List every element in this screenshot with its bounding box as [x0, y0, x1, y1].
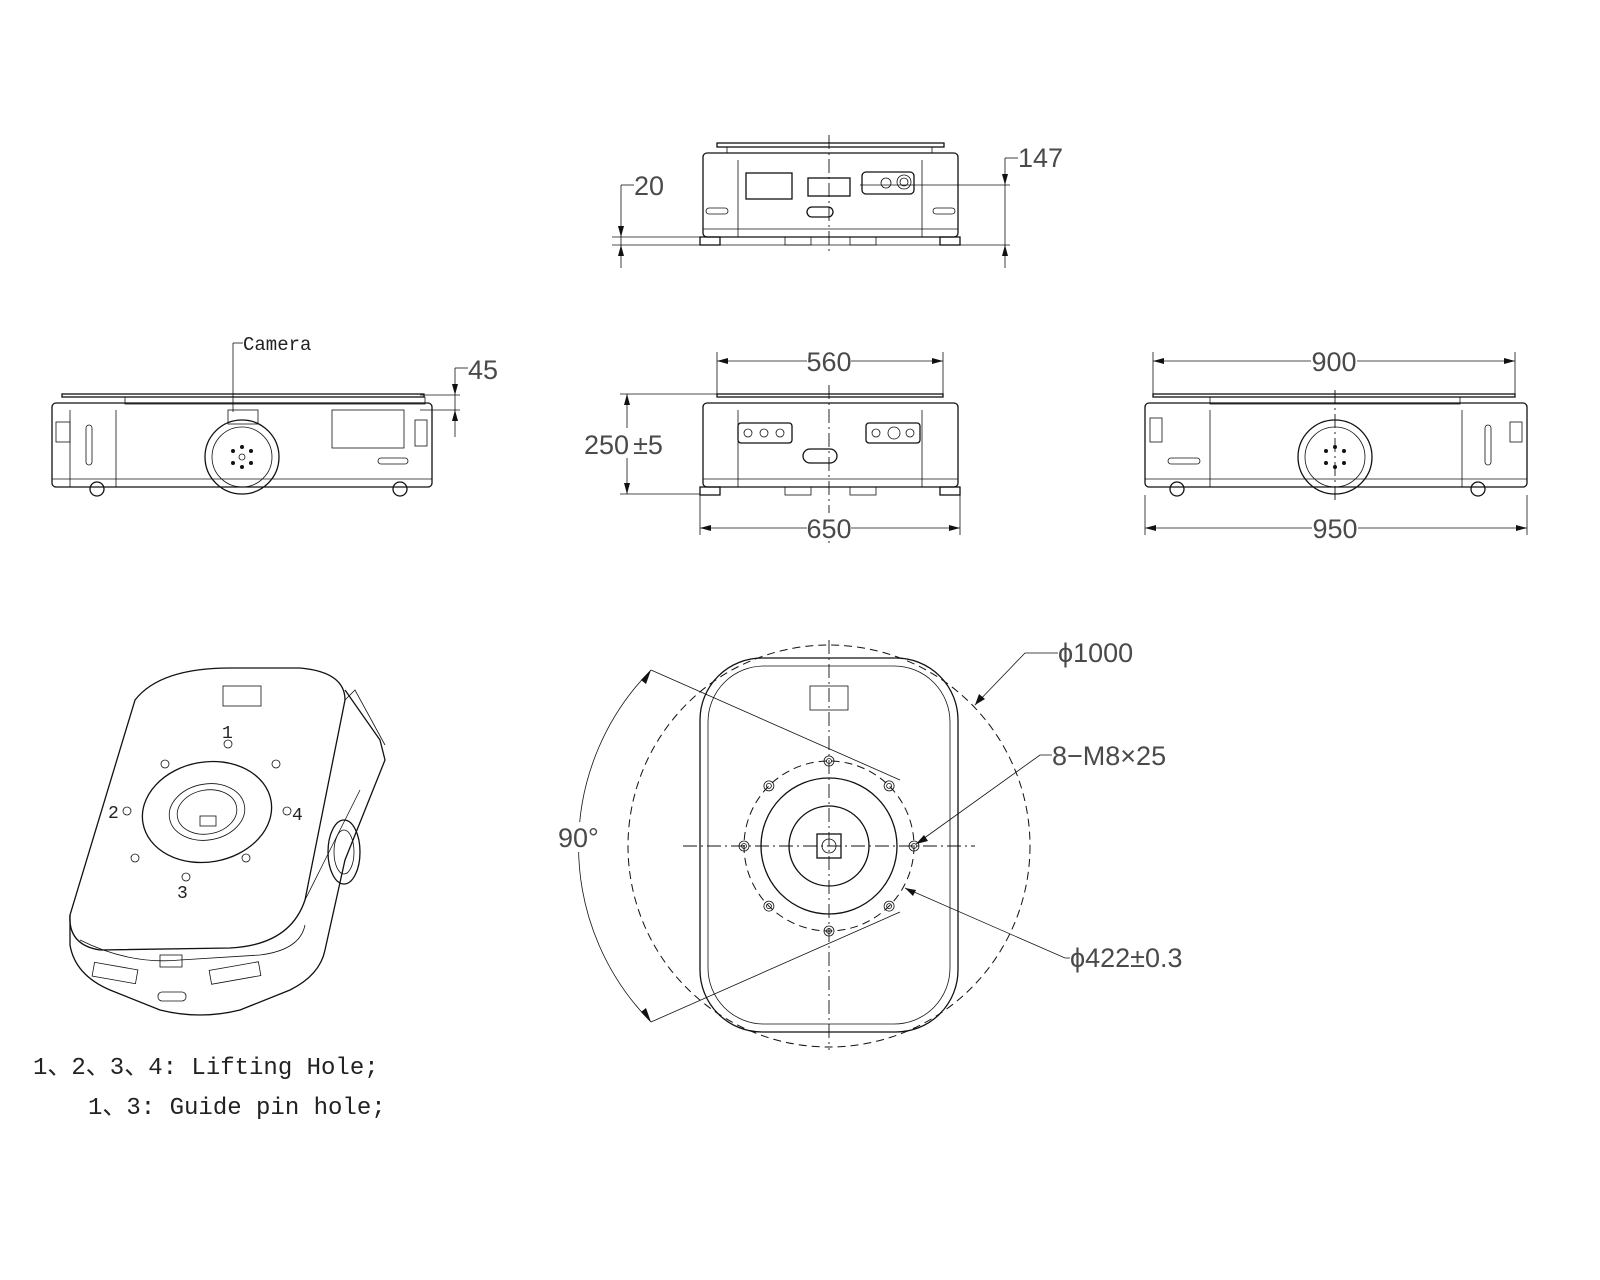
- mounting-hole: [886, 903, 893, 910]
- end-view: 560 250±5 650: [584, 346, 961, 545]
- note-lifting-hole: 1、2、3、4: Lifting Hole;: [33, 1055, 379, 1082]
- mounting-hole: [763, 780, 775, 792]
- mounting-hole: [911, 843, 917, 849]
- mounting-hole: [908, 840, 920, 852]
- mounting-hole: [826, 758, 832, 764]
- dim-rotation-diameter-label: ϕ1000: [1058, 638, 1133, 668]
- note-guide-pin-hole: 1、3: Guide pin hole;: [88, 1095, 386, 1122]
- mounting-hole: [763, 900, 775, 912]
- dim-147-label: 147: [1018, 143, 1063, 173]
- dim-250-label: 250±5: [584, 430, 663, 460]
- hole-label-2: 2: [108, 804, 119, 824]
- mounting-hole: [883, 780, 895, 792]
- mounting-hole: [823, 755, 835, 767]
- camera-label: Camera: [243, 334, 311, 356]
- dim-clearance-label: 20: [634, 171, 664, 201]
- hole-label-4: 4: [292, 806, 303, 826]
- right-side-view: 900 950: [1144, 346, 1528, 544]
- dim-900-label: 900: [1311, 347, 1356, 377]
- dim-560-label: 560: [806, 347, 851, 377]
- isometric-view: 1 2 3 4: [69, 667, 386, 1016]
- dim-650-label: 650: [806, 514, 851, 544]
- hole-label-1: 1: [222, 724, 233, 744]
- mounting-hole: [738, 840, 750, 852]
- dim-angle-label: 90°: [558, 823, 599, 853]
- mounting-hole: [883, 900, 895, 912]
- dim-holes-label: 8−M8×25: [1052, 741, 1166, 771]
- hole-label-3: 3: [177, 884, 188, 904]
- front-view: 20 147: [612, 135, 1063, 268]
- dim-45-label: 45: [468, 355, 498, 385]
- mounting-hole: [826, 928, 832, 934]
- mounting-hole: [765, 782, 772, 789]
- mounting-hole: [886, 782, 893, 789]
- left-side-view: Camera 45: [51, 334, 498, 497]
- mounting-hole: [765, 903, 772, 910]
- mounting-hole: [741, 843, 747, 849]
- top-view: 90° ϕ1000 8−M8×25 ϕ422±0.3: [556, 638, 1183, 1050]
- mounting-hole: [823, 925, 835, 937]
- dim-pcd-label: ϕ422±0.3: [1070, 943, 1183, 973]
- dim-950-label: 950: [1312, 514, 1357, 544]
